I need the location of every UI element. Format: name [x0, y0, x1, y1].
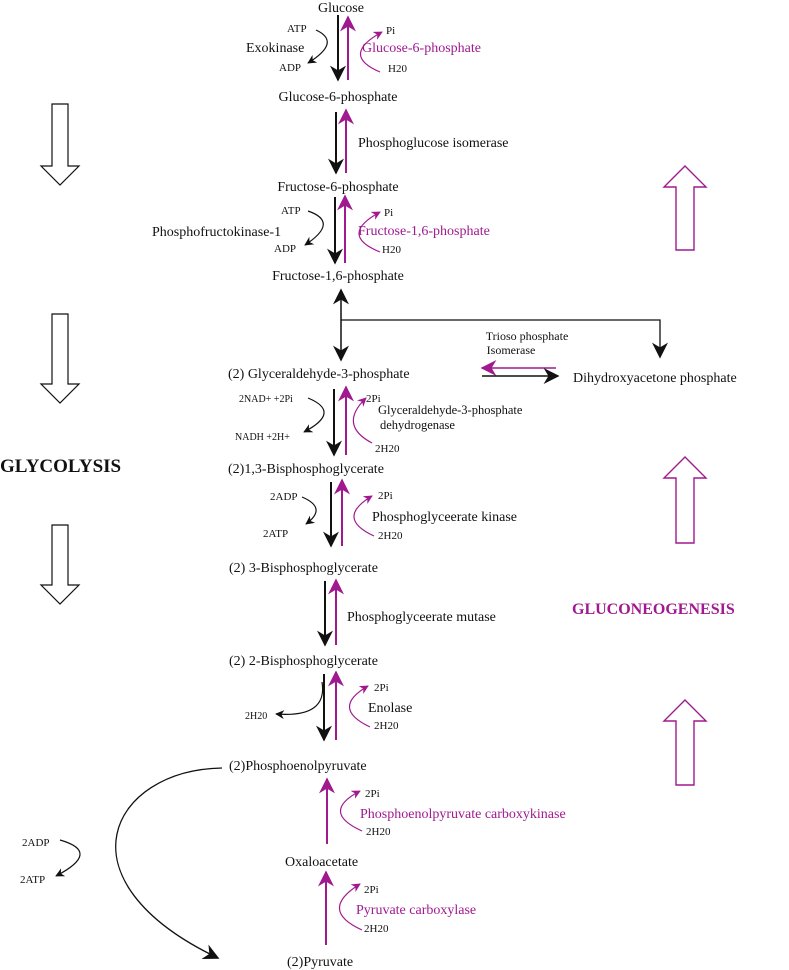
- enzyme-hexokinase: Exokinase: [246, 41, 304, 56]
- cofactor-2h2o: 2H20: [375, 443, 400, 455]
- cofactor-curve: [307, 29, 328, 64]
- enzyme-phosphoglycerate-mutase: Phosphoglyceerate mutase: [347, 610, 496, 625]
- enzyme-enolase: Enolase: [368, 701, 412, 716]
- glycolysis-down-arrow: [39, 103, 81, 186]
- step-hexokinase: [307, 15, 383, 82]
- step-gapdh: [303, 385, 373, 457]
- cofactor-curve: [301, 496, 317, 525]
- cofactor-nadh: NADH +2H+: [235, 432, 290, 443]
- cofactor-curve: [339, 883, 363, 931]
- gluconeogenesis-direction-arrows: [662, 165, 708, 786]
- glycolysis-label: GLYCOLYSIS: [0, 456, 121, 477]
- split-to-dhap-arrow: [341, 319, 668, 359]
- cofactor-2pi: 2Pi: [374, 682, 389, 694]
- step-phosphoglycerate-mutase: [317, 578, 344, 647]
- cofactor-2h2o: 2H20: [366, 826, 391, 838]
- step-phosphofructokinase: [304, 194, 381, 265]
- cofactor-2h2o: 2H20: [378, 530, 403, 542]
- cofactor-atp: ATP: [281, 205, 301, 217]
- cofactor-curve: [340, 790, 363, 832]
- cofactor-pi: Pi: [386, 25, 395, 37]
- enzyme-gapdh: Glyceraldehyde-3-phosphate: [378, 403, 523, 417]
- cofactor-curve: [353, 495, 375, 537]
- cofactor-2atp: 2ATP: [20, 874, 45, 886]
- cofactor-2pi: 2Pi: [364, 884, 379, 896]
- cofactor-curve: [303, 397, 325, 433]
- enzyme-phosphofructokinase-1: Phosphofructokinase-1: [152, 225, 281, 240]
- enzyme-triose-phosphate-isomerase: Trioso phosphate: [486, 329, 569, 343]
- cofactor-curve: [349, 685, 371, 728]
- metabolite-fructose-1-6-phosphate: Fructose-1,6-phosphate: [272, 269, 404, 284]
- cofactor-2h2o: 2H20: [245, 711, 267, 722]
- cofactor-atp: ATP: [287, 23, 307, 35]
- cofactor-2h2o: 2H20: [364, 923, 389, 935]
- enzyme-triose-phosphate-isomerase-line2: Isomerase: [487, 343, 536, 357]
- enzyme-pyruvate-carboxylase: Pyruvate carboxylase: [356, 903, 476, 918]
- metabolite-glyceraldehyde-3-phosphate: (2) Glyceraldehyde-3-phosphate: [228, 367, 410, 382]
- gluconeogenesis-up-arrow: [662, 165, 708, 251]
- cofactor-h2o: H20: [382, 244, 401, 256]
- metabolite-dihydroxyacetone-phosphate: Dihydroxyacetone phosphate: [573, 371, 737, 386]
- cofactor-2adp: 2ADP: [270, 491, 298, 503]
- metabolite-3-phosphoglycerate: (2) 3-Bisphosphoglycerate: [229, 561, 378, 576]
- step-pepck: [319, 777, 363, 844]
- cofactor-adp: ADP: [274, 243, 296, 255]
- glycolysis-down-arrow: [39, 524, 81, 605]
- gluconeogenesis-label: GLUCONEOGENESIS: [572, 601, 735, 618]
- cofactor-2h2o: 2H20: [374, 720, 399, 732]
- enzyme-phosphoglycerate-kinase: Phosphoglyceerate kinase: [372, 510, 517, 525]
- enzyme-pepck: Phosphoenolpyruvate carboxykinase: [360, 807, 566, 822]
- metabolite-phosphoenolpyruvate: (2)Phosphoenolpyruvate: [229, 759, 367, 774]
- step-enolase: [275, 670, 371, 742]
- cofactor-2adp: 2ADP: [22, 837, 50, 849]
- metabolite-glucose: Glucose: [318, 1, 364, 16]
- metabolite-oxaloacetate: Oxaloacetate: [285, 855, 358, 870]
- step-triose-phosphate-isomerase: [480, 360, 560, 384]
- cofactor-curve: [360, 31, 383, 73]
- gluconeogenesis-up-arrow: [662, 456, 708, 544]
- enzyme-glucose-6-phosphatase: Glucose-6-phosphate: [362, 41, 481, 56]
- step-pyruvate-carboxylase: [318, 870, 363, 945]
- cofactor-h2o: H20: [388, 63, 407, 75]
- cofactor-curve: [275, 681, 324, 720]
- cofactor-curve: [358, 211, 381, 253]
- cofactor-pi: Pi: [384, 207, 393, 219]
- glycolysis-direction-arrows: [39, 103, 81, 605]
- cofactor-curve: [352, 397, 373, 444]
- metabolite-pyruvate: (2)Pyruvate: [287, 955, 353, 970]
- glycolysis-down-arrow: [39, 313, 81, 404]
- step-phosphoglucose-isomerase: [328, 108, 354, 175]
- cofactor-2pi: 2Pi: [378, 490, 393, 502]
- pyruvate-kinase-arc: [115, 767, 223, 959]
- step-aldolase: [333, 288, 668, 362]
- cofactor-2atp: 2ATP: [263, 528, 288, 540]
- enzyme-phosphoglucose-isomerase: Phosphoglucose isomerase: [358, 136, 508, 151]
- metabolite-2-phosphoglycerate: (2) 2-Bisphosphoglycerate: [229, 654, 378, 669]
- metabolite-1-3-bisphosphoglycerate: (2)1,3-Bisphosphoglycerate: [228, 462, 384, 477]
- step-phosphoglycerate-kinase: [301, 478, 375, 548]
- cofactor-curve: [304, 210, 324, 246]
- gluconeogenesis-up-arrow: [662, 699, 708, 786]
- enzyme-gapdh-line2: dehydrogenase: [380, 418, 455, 432]
- cofactor-nad: 2NAD+ +2Pi: [239, 394, 293, 405]
- enzyme-fructose-1-6-bisphosphatase: Fructose-1,6-phosphate: [358, 224, 490, 239]
- cofactor-adp: ADP: [279, 62, 301, 74]
- step-pyruvate-kinase: [55, 767, 223, 959]
- cofactor-2pi: 2Pi: [366, 393, 381, 405]
- metabolite-glucose-6-phosphate: Glucose-6-phosphate: [279, 90, 398, 105]
- cofactor-2pi: 2Pi: [365, 788, 380, 800]
- cofactor-curve: [55, 839, 81, 877]
- metabolite-fructose-6-phosphate: Fructose-6-phosphate: [277, 180, 398, 195]
